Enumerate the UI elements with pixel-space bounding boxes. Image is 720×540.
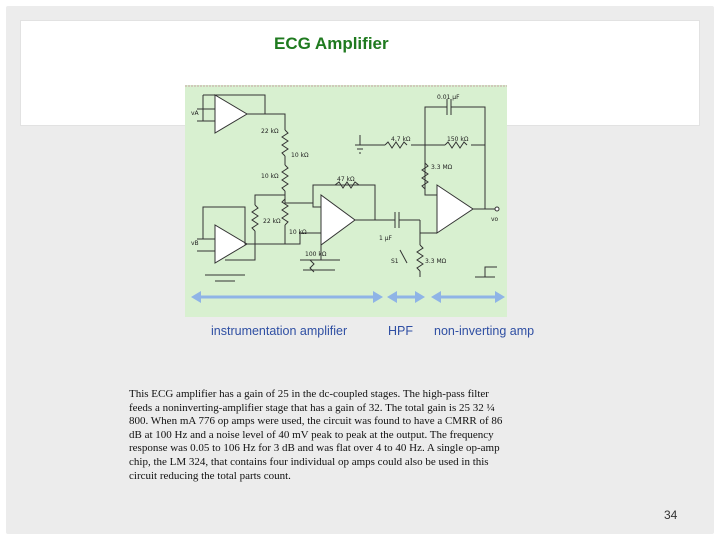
label-r4: 22 kΩ bbox=[263, 218, 281, 225]
capacitor-1uF bbox=[375, 212, 420, 228]
opamp-1 bbox=[214, 94, 248, 134]
ecg-circuit-diagram: 0.01 μF 22 kΩ 10 kΩ 10 kΩ 22 kΩ 10 kΩ 47… bbox=[185, 85, 507, 317]
switch-s1 bbox=[399, 249, 408, 264]
segment-label-hpf: HPF bbox=[388, 324, 413, 338]
slide-title: ECG Amplifier bbox=[274, 34, 389, 53]
resistor-3.3M-top bbox=[421, 162, 429, 190]
segment-label-instrumentation: instrumentation amplifier bbox=[211, 324, 348, 338]
label-r9: 3.3 MΩ bbox=[431, 164, 453, 171]
label-r1: 22 kΩ bbox=[261, 128, 279, 135]
label-r10: 3.3 MΩ bbox=[425, 258, 447, 265]
resistor-10k-b bbox=[251, 204, 259, 232]
label-r8: 150 kΩ bbox=[447, 136, 469, 143]
opamp-4 bbox=[436, 184, 474, 234]
label-c-top: 0.01 μF bbox=[437, 94, 460, 101]
label-r5: 10 kΩ bbox=[289, 229, 307, 236]
label-r3: 10 kΩ bbox=[261, 173, 279, 180]
opamp-3 bbox=[320, 194, 356, 246]
label-vin-b: vB bbox=[191, 240, 199, 247]
resistor-10k-a bbox=[281, 164, 289, 192]
description-text: This ECG amplifier has a gain of 25 in t… bbox=[129, 388, 503, 482]
pot-100k bbox=[309, 259, 315, 273]
label-pot: 100 kΩ bbox=[305, 251, 327, 258]
label-r2: 10 kΩ bbox=[291, 152, 309, 159]
resistor-22k-top bbox=[281, 129, 289, 157]
resistor-22k-bottom bbox=[281, 198, 289, 226]
label-r6: 47 kΩ bbox=[337, 176, 355, 183]
resistor-3.3M-bottom bbox=[416, 244, 424, 272]
label-r7: 4.7 kΩ bbox=[391, 136, 411, 143]
label-vout: vo bbox=[491, 216, 499, 223]
resistor-4.7k bbox=[384, 141, 408, 149]
opamp-2 bbox=[214, 224, 248, 264]
label-c-hpf: 1 μF bbox=[379, 235, 393, 242]
capacitor-0.01uF bbox=[424, 99, 486, 145]
segment-label-noninverting: non-inverting amp bbox=[434, 324, 535, 338]
resistor-150k bbox=[444, 141, 468, 149]
label-vin-a: vA bbox=[191, 110, 200, 117]
page-number: 34 bbox=[664, 508, 678, 522]
resistor-47k bbox=[334, 181, 360, 189]
label-switch: S1 bbox=[391, 258, 399, 265]
